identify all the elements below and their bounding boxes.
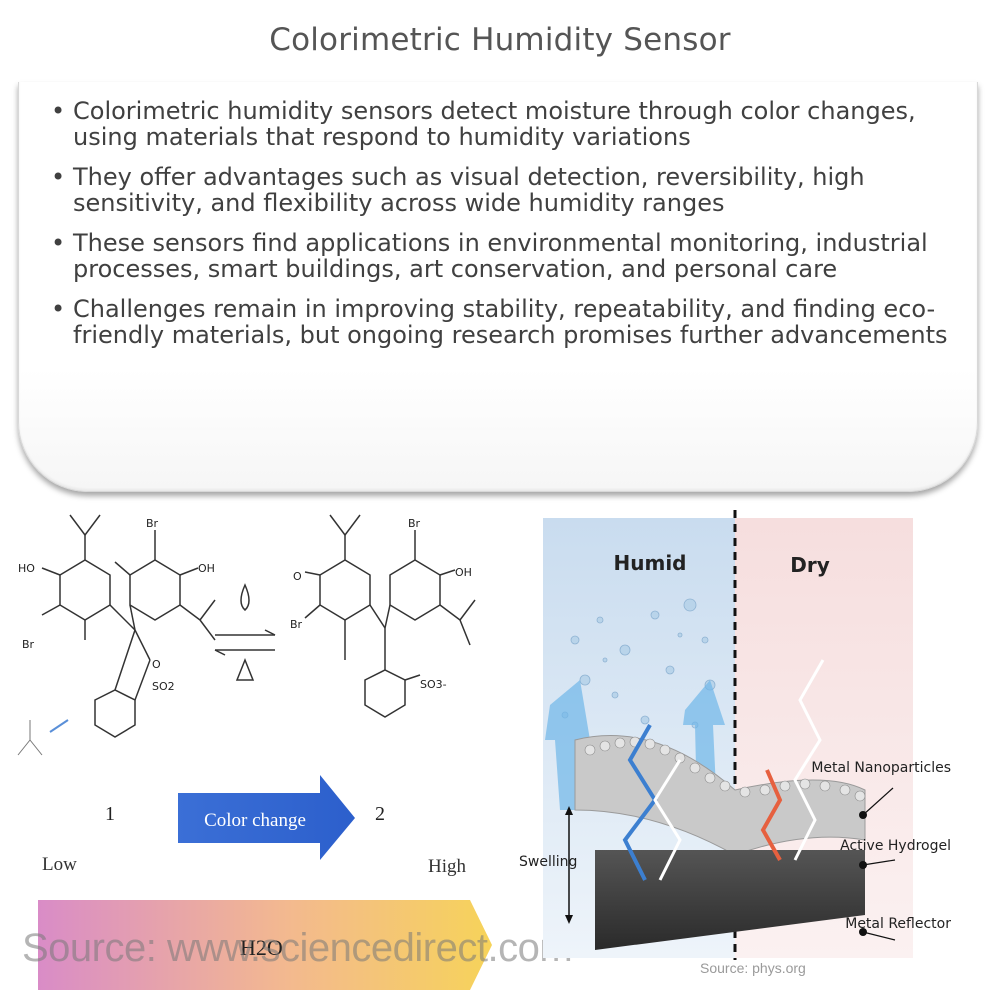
layer-labels: Metal Nanoparticles Active Hydrogel Meta…: [811, 760, 951, 932]
atom-label: OH: [198, 562, 215, 575]
humidity-gradient-bar: [38, 900, 492, 990]
molecule-2-atoms: O Br Br OH SO3-: [290, 517, 472, 691]
bullet-item: •Colorimetric humidity sensors detect mo…: [51, 97, 916, 151]
arrow-icon: [49, 719, 69, 733]
compound-1-label: 1: [105, 803, 115, 825]
humid-label: Humid: [614, 551, 687, 575]
color-change-arrow-icon: [178, 775, 355, 860]
high-label: High: [428, 856, 467, 877]
droplet-icon: [240, 583, 250, 611]
arrow-head-icon: [565, 806, 573, 815]
atom-label: Br: [408, 517, 421, 530]
arrow-head-icon: [565, 915, 573, 924]
heat-triangle-icon: [235, 657, 255, 681]
color-change-label: Color change: [204, 810, 306, 831]
nanoparticle-cluster: [584, 736, 866, 802]
atom-label: SO2: [152, 680, 175, 693]
layer-label: Active Hydrogel: [840, 838, 951, 854]
low-label: Low: [42, 854, 77, 875]
atom-label: Br: [290, 618, 303, 631]
red-light-path-icon: [760, 769, 783, 861]
bullet-dot-icon: •: [51, 163, 66, 191]
equilibrium-arrows-icon: [214, 629, 276, 656]
bullet-item: •They offer advantages such as visual de…: [51, 163, 865, 217]
layer-pointers: [862, 787, 896, 941]
atom-label: SO3-: [420, 678, 447, 691]
molecule-1-atoms: HO Br Br OH O SO2: [18, 517, 215, 693]
bullet-dot-icon: •: [51, 97, 66, 125]
atom-label: Br: [22, 638, 35, 651]
page-title: Colorimetric Humidity Sensor: [269, 22, 731, 58]
atom-label: Br: [146, 517, 159, 530]
white-light-path-icon: [793, 659, 825, 861]
swelling-label: Swelling: [519, 854, 577, 870]
bullet-item: •Challenges remain in improving stabilit…: [51, 295, 948, 349]
bullet-card: •Colorimetric humidity sensors detect mo…: [18, 82, 978, 492]
bullet-item: •These sensors find applications in envi…: [51, 229, 928, 283]
compound-2-label: 2: [375, 803, 385, 825]
chemistry-figure: HO Br Br OH O SO2: [0, 500, 500, 1000]
source-credit-right: Source: phys.org: [700, 960, 806, 976]
dry-label: Dry: [790, 553, 830, 577]
atom-label: O: [293, 570, 302, 583]
pointer-dot-icons: [859, 811, 867, 936]
molecule-1: [41, 514, 216, 738]
bullet-dot-icon: •: [51, 229, 66, 257]
sensor-figure: Humid Dry: [505, 510, 995, 990]
hydrogel-sensor-diagram: Humid Dry: [519, 510, 951, 960]
bullet-list: •Colorimetric humidity sensors detect mo…: [43, 98, 963, 362]
blue-arrow-icon: [545, 680, 590, 810]
h2o-label: H2O: [240, 935, 283, 960]
boric-acid-molecule: [17, 720, 43, 756]
source-credit-left: Source: www.sciencedirect.com: [22, 926, 573, 970]
layer-label: Metal Reflector: [845, 916, 951, 932]
bullet-dot-icon: •: [51, 295, 66, 323]
atom-label: HO: [18, 562, 35, 575]
atom-label: O: [152, 658, 161, 671]
molecule-2: [304, 514, 476, 718]
chemical-structure-diagram: HO Br Br OH O SO2: [17, 514, 492, 990]
layer-label: Metal Nanoparticles: [811, 760, 951, 776]
atom-label: OH: [455, 566, 472, 579]
white-light-path-icon: [653, 759, 682, 881]
